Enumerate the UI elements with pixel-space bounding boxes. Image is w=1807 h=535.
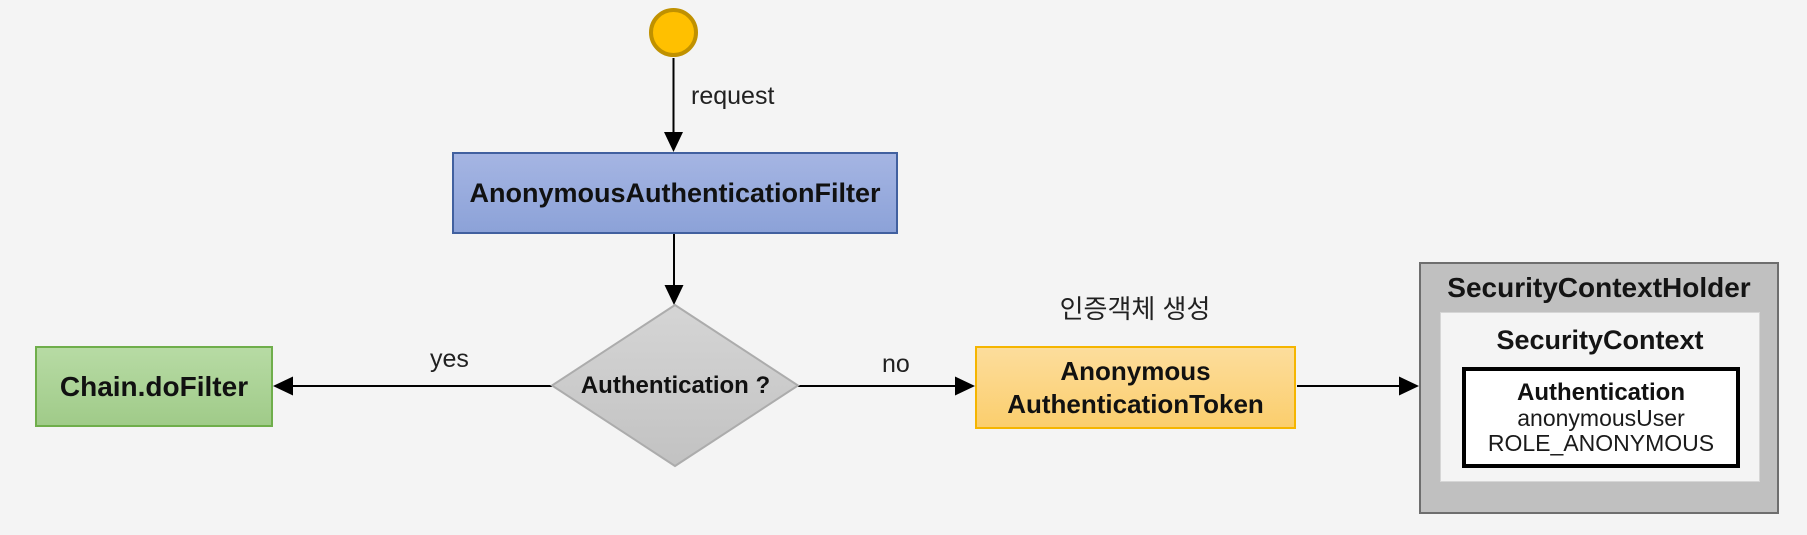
token-label-line1: Anonymous [1060,355,1211,386]
yes-label: yes [430,345,469,373]
filter-box-label: AnonymousAuthenticationFilter [469,177,881,208]
chain-dofilter-label: Chain.doFilter [59,370,249,402]
filter-to-decision-arrow [664,234,684,305]
authentication-principal: anonymousUser [1517,405,1685,431]
anonymous-authentication-filter-box: AnonymousAuthenticationFilter [452,152,898,234]
authentication-authority: ROLE_ANONYMOUS [1487,430,1715,456]
security-context-holder-title: SecurityContextHolder [1447,272,1751,303]
request-label: request [691,82,775,110]
start-node [649,8,698,57]
yes-arrow [273,376,552,396]
token-label-line2: AuthenticationToken [1007,388,1264,419]
authentication-box: Authentication anonymousUser ROLE_ANONYM… [1462,367,1740,468]
security-context-title: SecurityContext [1496,325,1704,355]
decision-diamond-shape [550,303,800,468]
anonymous-authentication-token-box: Anonymous AuthenticationToken [975,346,1296,429]
token-to-holder-arrow [1297,376,1419,396]
security-context-box: SecurityContext Authentication anonymous… [1440,312,1760,482]
chain-dofilter-box: Chain.doFilter [35,346,273,427]
no-arrow [798,376,975,396]
no-label: no [882,350,910,378]
korean-annotation: 인증객체 생성 [1059,294,1211,324]
authentication-title: Authentication [1517,379,1685,406]
security-context-holder-box: SecurityContextHolder SecurityContext Au… [1419,262,1779,514]
request-arrow [664,58,683,152]
